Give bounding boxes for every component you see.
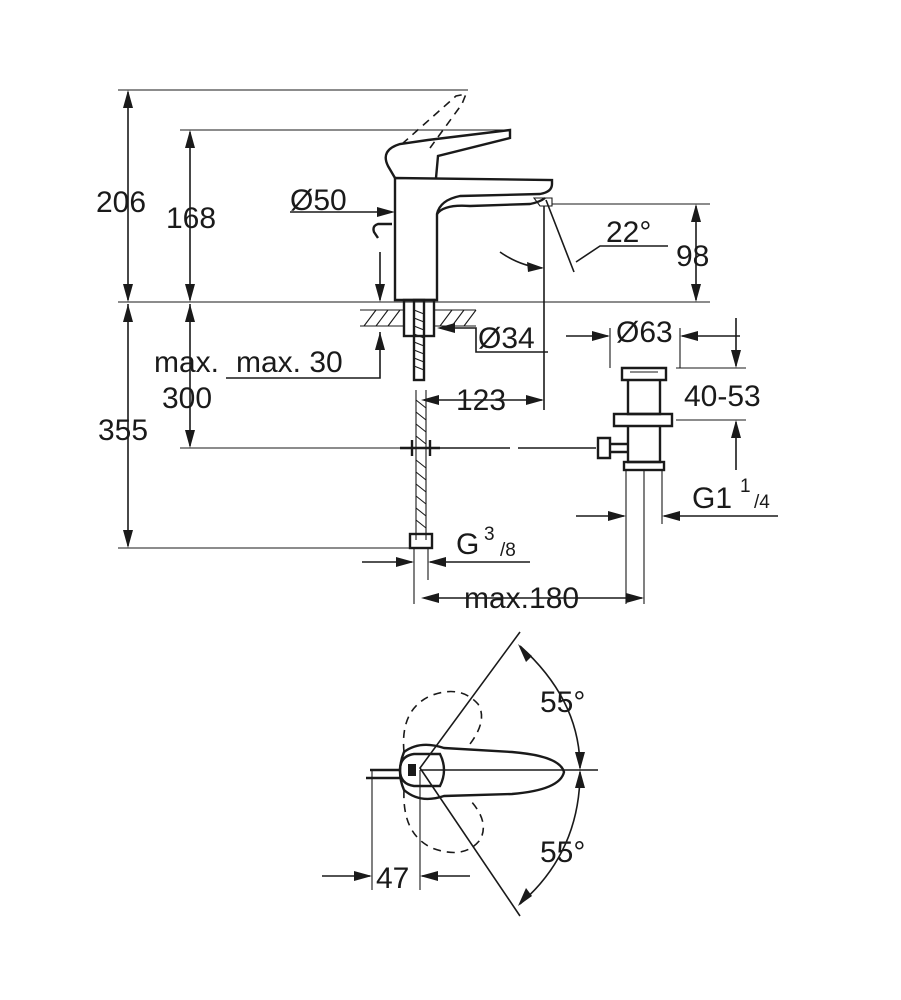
label-g38-num: 3 (484, 524, 495, 545)
dim-47-arrows (354, 871, 438, 881)
dim-47-ext (371, 770, 421, 890)
faucet-side-view (360, 92, 554, 550)
waste-nut (612, 412, 674, 428)
label-max-30: max. 30 (236, 346, 343, 379)
dimension-lines (118, 89, 778, 604)
threaded-rod (412, 298, 426, 382)
dim-30-arrows (375, 284, 385, 350)
label-max-300-prefix: max. (154, 346, 219, 379)
hose-braid (415, 399, 427, 529)
thread-hatching (413, 309, 425, 371)
label-diameter-34: Ø34 (478, 322, 535, 355)
spout-angle-line (545, 199, 575, 273)
label-g38: G (456, 528, 479, 561)
dim-34-arrow (437, 323, 455, 333)
lever-top-solid (398, 743, 566, 801)
label-diameter-63: Ø63 (616, 316, 673, 349)
faucet-spout-underside (436, 197, 546, 215)
dim-g38-ext (413, 548, 429, 604)
label-angle-22: 22° (606, 216, 651, 249)
label-300: 300 (162, 382, 212, 415)
rotation-axis-lines (419, 631, 521, 917)
hose-clip (400, 440, 440, 456)
faucet-body-outline (393, 176, 554, 302)
countertop-hatch-left (360, 309, 404, 327)
label-98: 98 (676, 240, 709, 273)
label-angle-55-lower: 55° (540, 836, 585, 869)
mounting-shank (402, 298, 436, 338)
popup-rod (372, 222, 392, 239)
label-168: 168 (166, 202, 216, 235)
lever-right-rotation-dashed (403, 789, 485, 854)
temp-marker (408, 764, 416, 776)
angle-55-end-arrows (518, 644, 532, 906)
label-355: 355 (98, 414, 148, 447)
label-g1-den: /4 (754, 492, 770, 513)
dim-168-arrows (185, 130, 195, 302)
waste-flange (620, 366, 668, 382)
angle-22-arrow (527, 262, 544, 272)
label-47: 47 (376, 862, 409, 895)
popup-waste-side (440, 366, 674, 472)
angle-55-lower-arc (519, 771, 581, 905)
dim-40-53-ext (676, 367, 746, 421)
flex-hose (415, 390, 427, 540)
angle-22-leader (575, 245, 668, 263)
label-123: 123 (456, 384, 506, 417)
dim-g38-arrows (396, 557, 446, 567)
label-g38-den: /8 (500, 540, 516, 561)
popup-rod-top (366, 768, 400, 780)
label-40-53: 40-53 (684, 380, 761, 413)
spout-tip (532, 197, 553, 207)
faucet-top-view (322, 631, 598, 917)
lever-raised-dashed (401, 92, 468, 149)
dim-63-ext (609, 328, 681, 368)
angle-55-center-arrows (575, 752, 585, 788)
label-diameter-50: Ø50 (290, 184, 347, 217)
dim-g114-arrows (608, 511, 680, 521)
dim-40-53-arrows (731, 350, 741, 438)
dim-g114-ext (625, 470, 663, 604)
dim-34-line (440, 327, 548, 353)
dim-50-arrow (377, 207, 395, 217)
hose-nut (408, 532, 434, 550)
dimension-labels: 206 168 Ø50 22° 98 Ø34 Ø63 max. max. 30 … (96, 184, 770, 895)
lever-solid (384, 128, 512, 179)
waste-body-lower (626, 426, 662, 464)
label-206: 206 (96, 186, 146, 219)
waste-side-port (596, 436, 628, 460)
label-g1-num: 1 (740, 476, 751, 497)
label-angle-55-upper: 55° (540, 686, 585, 719)
waste-body-upper (626, 380, 662, 416)
label-g1: G1 (692, 482, 732, 515)
label-max-180: max.180 (464, 582, 579, 615)
lever-left-rotation-dashed (402, 690, 483, 753)
